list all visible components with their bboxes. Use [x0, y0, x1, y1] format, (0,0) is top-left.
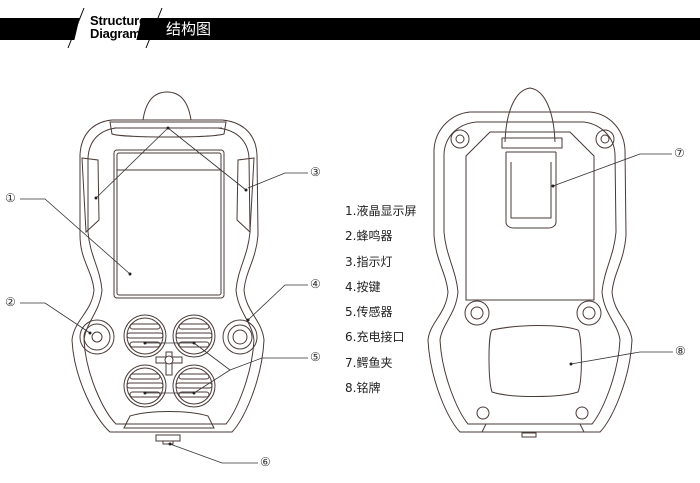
callout-8: ⑧ — [675, 344, 686, 358]
sensor-top-left — [123, 314, 167, 358]
front-view — [71, 91, 265, 445]
back-top-handle — [504, 87, 556, 143]
front-inner-body — [83, 127, 255, 425]
lcd-screen-inner — [116, 152, 222, 296]
callout-4: ④ — [310, 277, 321, 291]
leader-5-top-link — [193, 342, 231, 371]
alligator-clip-inner — [510, 162, 552, 219]
leader-5 — [229, 357, 308, 371]
leader-3 — [247, 172, 308, 189]
charging-port-tip — [162, 440, 174, 445]
callout-2: ② — [5, 295, 16, 309]
button-mid — [227, 324, 253, 350]
left-side-light — [81, 157, 100, 234]
leader-3-left — [95, 127, 169, 199]
right-side-light — [236, 157, 255, 234]
callout-6: ⑥ — [260, 455, 271, 469]
leader-5-bottom-link — [193, 369, 231, 394]
back-screw-bottom-left — [476, 406, 490, 420]
back-inner-frame — [465, 131, 595, 301]
back-boss-right — [576, 300, 602, 326]
back-boss-left-center — [470, 306, 484, 320]
title-english: Structure Diagram — [90, 14, 146, 40]
leader-7 — [552, 153, 672, 187]
legend-item-buzzer: 2.蜂鸣器 — [345, 229, 393, 244]
legend-item-lcd: 1.液晶显示屏 — [345, 204, 417, 218]
button-outer — [222, 319, 258, 355]
back-view — [427, 87, 633, 438]
leader-6 — [169, 443, 258, 464]
lcd-screen — [113, 149, 225, 299]
title-english-line2: Diagram — [90, 26, 141, 41]
callout-1: ① — [5, 191, 16, 205]
header-slashes — [67, 7, 163, 49]
legend-item-button: 4.按键 — [345, 279, 381, 294]
charging-port — [155, 434, 181, 442]
legend-item-charging-port: 6.充电接口 — [345, 330, 405, 345]
slash-right — [145, 7, 163, 49]
leader-dots — [88, 126, 573, 446]
header-band — [0, 18, 700, 40]
front-bottom-lip — [123, 411, 215, 429]
leader-8 — [570, 351, 673, 365]
clip-hinge — [501, 137, 563, 149]
back-boss-right-center — [582, 306, 596, 320]
header-title-gap — [72, 8, 142, 50]
sensor-bottom-right — [172, 364, 216, 408]
back-screw-top-right-center — [600, 134, 610, 144]
title-english-line1: Structure — [90, 13, 146, 28]
leader-4 — [247, 284, 308, 321]
alligator-clip — [505, 152, 557, 229]
back-screw-top-right — [595, 129, 615, 149]
leader-lines — [20, 127, 673, 464]
legend-item-clip: 7.鳄鱼夹 — [345, 355, 393, 370]
nameplate — [488, 325, 582, 397]
leader-3-right — [167, 127, 247, 191]
leader-1 — [20, 198, 131, 275]
legend-item-indicator: 3.指示灯 — [345, 254, 393, 269]
center-cross-dot — [164, 355, 174, 365]
button-center — [232, 329, 248, 345]
back-inner-body — [439, 121, 621, 425]
back-outer-body — [427, 111, 633, 433]
buzzer-center — [91, 331, 103, 343]
buzzer-mid — [83, 323, 111, 351]
legend: 1.液晶显示屏 2.蜂鸣器 3.指示灯 4.按键 5.传感器 6.充电接口 7.… — [345, 205, 416, 407]
legend-item-sensor: 5.传感器 — [345, 305, 393, 320]
back-charging-port — [521, 432, 537, 438]
front-outer-body — [71, 119, 265, 433]
title-chinese: 结构图 — [166, 20, 212, 38]
callout-7: ⑦ — [674, 146, 685, 160]
callout-3: ③ — [310, 165, 321, 179]
slash-left — [67, 7, 85, 49]
sensor-bottom-left — [123, 364, 167, 408]
legend-item-nameplate: 8.铭牌 — [345, 381, 381, 396]
back-screw-top-left-center — [455, 134, 465, 144]
front-top-handle — [142, 91, 192, 121]
back-boss-left — [464, 300, 490, 326]
leader-2 — [20, 302, 91, 334]
callout-5: ⑤ — [310, 350, 321, 364]
buzzer-outer — [79, 319, 115, 355]
front-top-lens — [109, 121, 227, 138]
sensor-top-right — [172, 314, 216, 358]
back-bottom-lip — [481, 423, 585, 433]
back-screw-bottom-right — [575, 406, 589, 420]
back-screw-top-left — [450, 129, 470, 149]
